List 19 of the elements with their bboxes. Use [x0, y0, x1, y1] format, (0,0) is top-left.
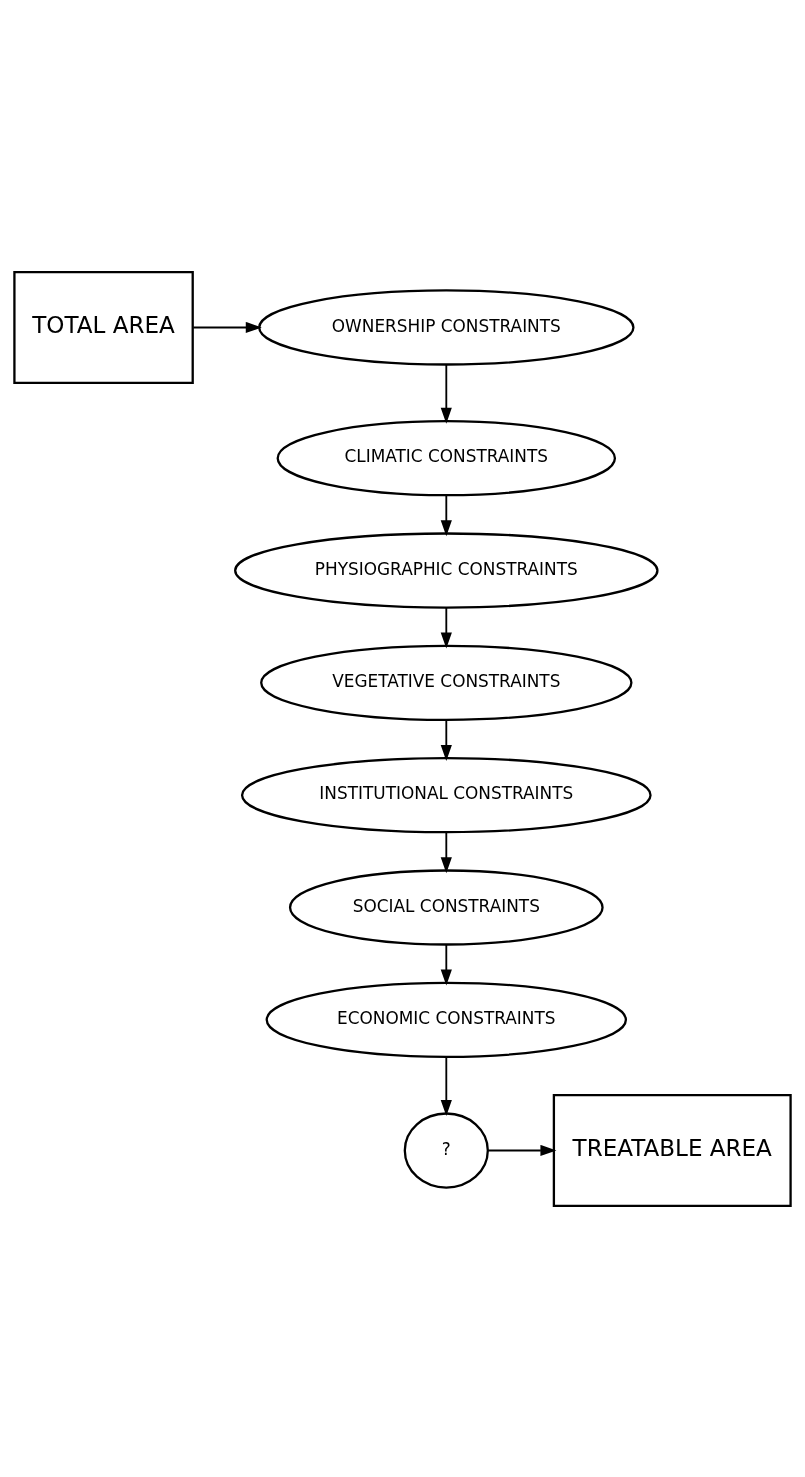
arrow	[192, 321, 262, 333]
arrow	[440, 718, 452, 761]
node-ellipse: OWNERSHIP CONSTRAINTS	[258, 288, 635, 366]
arrow	[440, 943, 452, 986]
node-box: TREATABLE AREA	[552, 1093, 792, 1207]
node-ellipse: ?	[403, 1111, 489, 1189]
arrow	[440, 363, 452, 424]
node-ellipse: VEGETATIVE CONSTRAINTS	[260, 644, 633, 721]
arrow	[440, 1055, 452, 1116]
node-ellipse: ECONOMIC CONSTRAINTS	[265, 981, 628, 1058]
node-ellipse: PHYSIOGRAPHIC CONSTRAINTS	[234, 531, 659, 609]
node-ellipse: SOCIAL CONSTRAINTS	[288, 868, 604, 946]
arrow	[440, 606, 452, 649]
node-ellipse: INSTITUTIONAL CONSTRAINTS	[240, 756, 652, 833]
arrow	[487, 1144, 557, 1156]
node-box: TOTAL AREA	[13, 270, 194, 384]
arrow	[440, 494, 452, 536]
node-ellipse: CLIMATIC CONSTRAINTS	[276, 419, 617, 496]
arrow	[440, 831, 452, 873]
